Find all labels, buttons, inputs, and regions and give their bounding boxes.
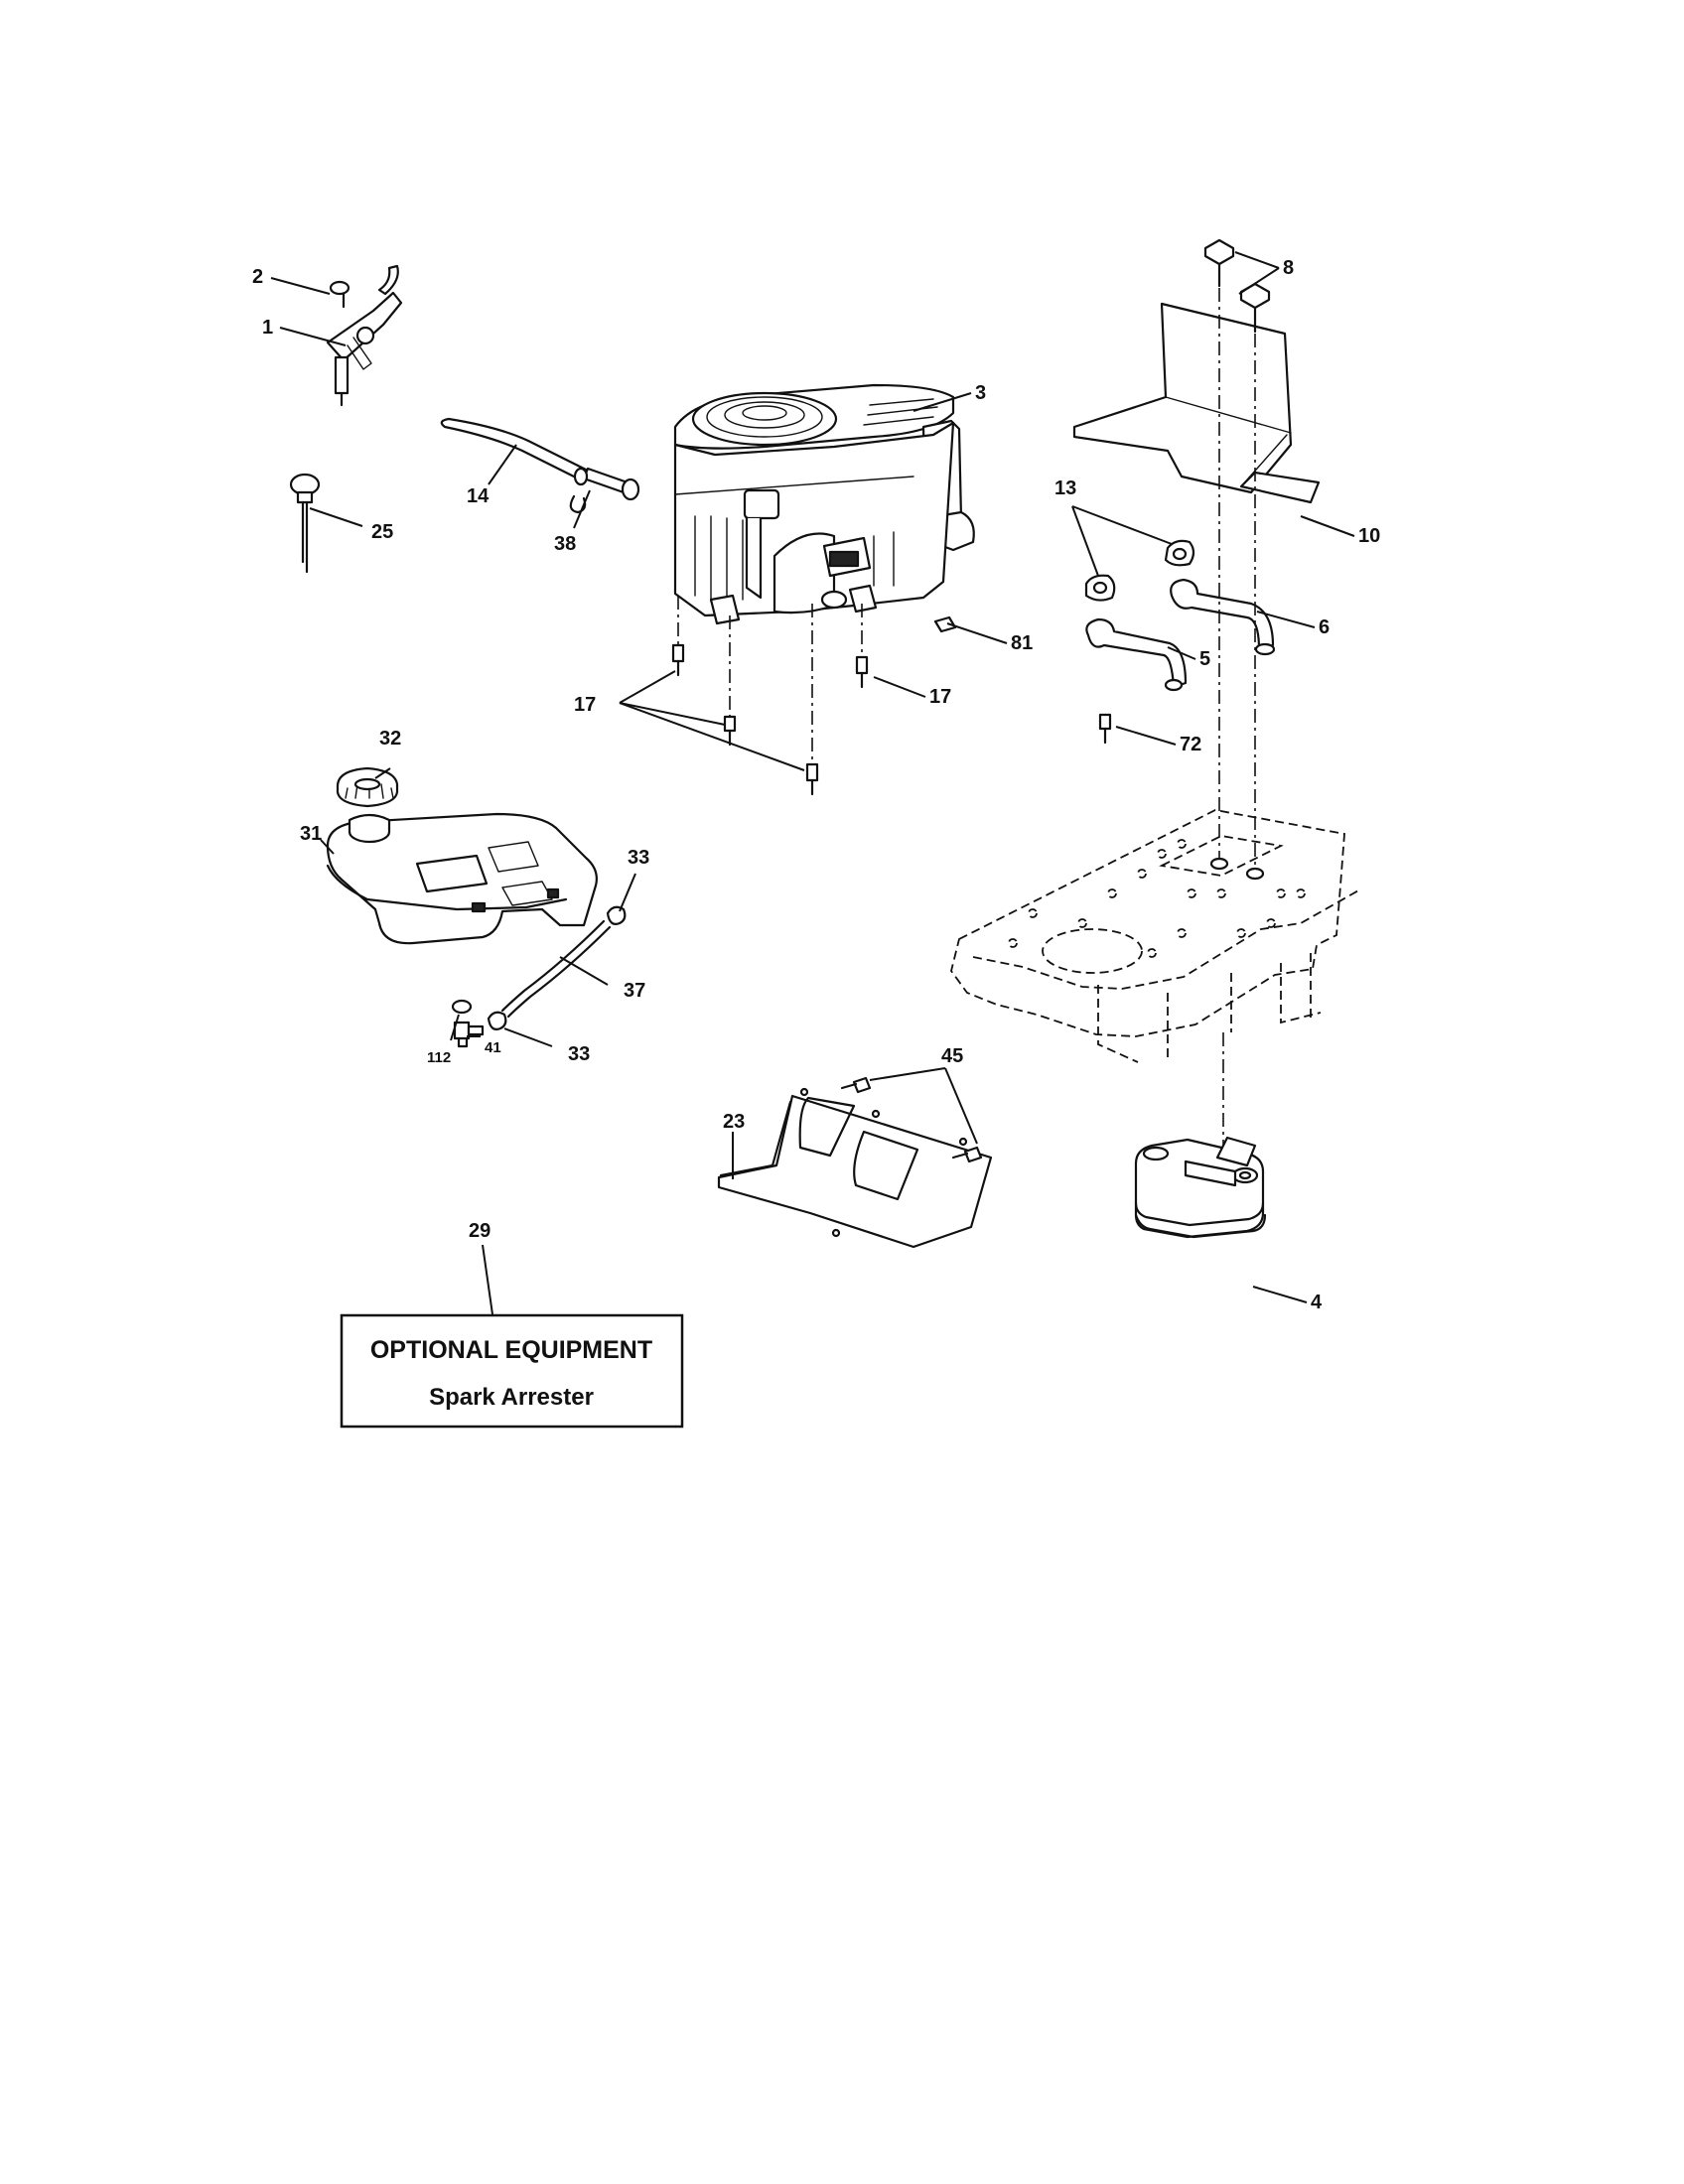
leader-lines [270, 251, 1355, 1315]
callout-38: 38 [554, 533, 576, 555]
callout-14: 14 [467, 485, 490, 507]
callout-31: 31 [300, 823, 322, 845]
callout-45: 45 [941, 1045, 963, 1067]
fuel-line-part [487, 905, 627, 1030]
heat-shield-part [1072, 302, 1321, 504]
callout-112: 112 [427, 1049, 451, 1066]
callout-8: 8 [1283, 257, 1294, 279]
exhaust-pipe-part [1085, 578, 1276, 745]
callout-13: 13 [1054, 478, 1076, 499]
callout-3: 3 [975, 382, 986, 404]
callout-6: 6 [1319, 616, 1330, 638]
callout-2: 2 [252, 266, 263, 288]
fuel-tank-part [326, 812, 598, 945]
shutoff-valve-part [451, 999, 485, 1048]
callouts: 2 1 25 14 38 3 81 17 17 8 10 13 6 5 72 4… [252, 257, 1380, 1313]
engine-bolts-part [671, 596, 957, 796]
shield-plate-part [717, 1076, 993, 1249]
callout-23: 23 [723, 1111, 745, 1133]
callout-1: 1 [262, 317, 273, 339]
frame-outline [950, 809, 1361, 1063]
callout-5: 5 [1199, 648, 1210, 670]
callout-10: 10 [1358, 525, 1380, 547]
throttle-control-part [326, 264, 403, 407]
optional-equipment-subtitle: Spark Arrester [429, 1384, 594, 1411]
callout-32: 32 [379, 728, 401, 750]
callout-33a: 33 [628, 847, 649, 869]
callout-37: 37 [624, 980, 645, 1002]
callout-17b: 17 [929, 686, 951, 708]
callout-17a: 17 [574, 694, 596, 716]
frame-holes [1008, 839, 1306, 958]
callout-25: 25 [371, 521, 393, 543]
optional-equipment-box: OPTIONAL EQUIPMENT Spark Arrester [340, 1313, 684, 1429]
callout-41: 41 [485, 1039, 501, 1056]
engine-part [673, 383, 975, 625]
exhaust-gaskets-part [1084, 539, 1195, 602]
callout-29: 29 [469, 1220, 491, 1242]
callout-72: 72 [1180, 734, 1201, 755]
fuel-cap-part [336, 766, 399, 808]
callout-33b: 33 [568, 1043, 590, 1065]
muffler-part [1134, 1136, 1267, 1239]
optional-equipment-title: OPTIONAL EQUIPMENT [370, 1336, 652, 1364]
callout-4: 4 [1311, 1292, 1323, 1313]
callout-81: 81 [1011, 632, 1033, 654]
dipstick-part [289, 473, 321, 574]
